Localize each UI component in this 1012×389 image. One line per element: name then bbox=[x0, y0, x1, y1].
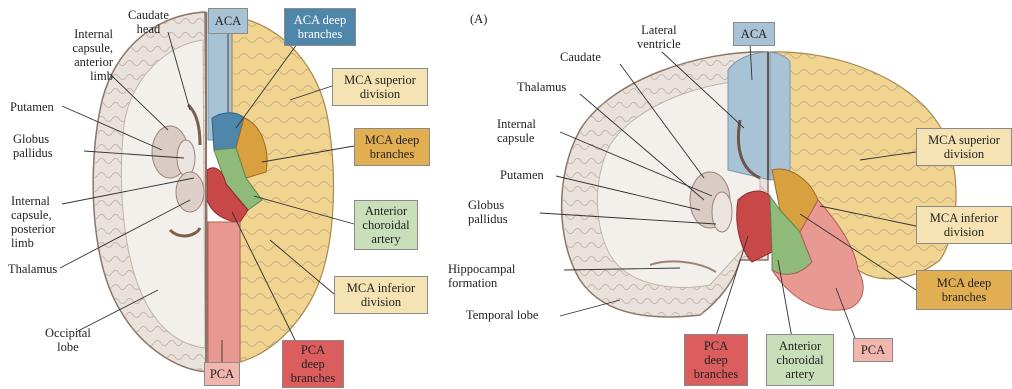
box-aca-coronal: ACA bbox=[733, 22, 775, 46]
box-aca-deep-branches-axial: ACA deep branches bbox=[284, 8, 356, 46]
label-internal-capsule-anterior: Internal capsule, anterior limb bbox=[40, 27, 113, 83]
box-mca-superior-axial: MCA superior division bbox=[332, 68, 428, 106]
box-mca-superior-coronal: MCA superior division bbox=[916, 128, 1012, 166]
box-pca-axial: PCA bbox=[204, 362, 240, 386]
label-occipital-lobe: Occipital lobe bbox=[45, 326, 91, 354]
box-mca-inferior-coronal: MCA inferior division bbox=[916, 206, 1012, 244]
label-globus-pallidus-coronal: Globus pallidus bbox=[468, 198, 508, 226]
box-pca-deep-coronal: PCA deep branches bbox=[684, 334, 748, 386]
label-lateral-ventricle: Lateral ventricle bbox=[637, 23, 681, 51]
axial-brain-section bbox=[93, 12, 333, 372]
label-hippocampal-formation: Hippocampal formation bbox=[448, 262, 515, 290]
box-mca-deep-axial: MCA deep branches bbox=[354, 128, 430, 166]
label-caudate-head: Caudate head bbox=[128, 8, 169, 36]
label-internal-capsule-posterior: Internal capsule, posterior limb bbox=[11, 194, 55, 250]
box-anterior-choroidal-coronal: Anterior choroidal artery bbox=[766, 334, 834, 386]
box-anterior-choroidal-axial: Anterior choroidal artery bbox=[354, 200, 418, 250]
panel-tag: (A) bbox=[470, 12, 487, 26]
label-temporal-lobe: Temporal lobe bbox=[466, 308, 538, 322]
box-mca-inferior-axial: MCA inferior division bbox=[334, 276, 428, 314]
label-putamen-coronal: Putamen bbox=[500, 168, 544, 182]
label-internal-capsule: Internal capsule bbox=[497, 117, 536, 145]
box-aca-axial: ACA bbox=[208, 8, 248, 34]
label-thalamus-coronal: Thalamus bbox=[517, 80, 566, 94]
label-globus-pallidus: Globus pallidus bbox=[13, 132, 53, 160]
label-caudate: Caudate bbox=[560, 50, 601, 64]
box-mca-deep-coronal: MCA deep branches bbox=[916, 270, 1012, 310]
box-pca-coronal: PCA bbox=[853, 338, 893, 362]
label-thalamus-axial: Thalamus bbox=[8, 262, 57, 276]
box-pca-deep-axial: PCA deep branches bbox=[282, 340, 344, 388]
label-putamen: Putamen bbox=[10, 100, 54, 114]
